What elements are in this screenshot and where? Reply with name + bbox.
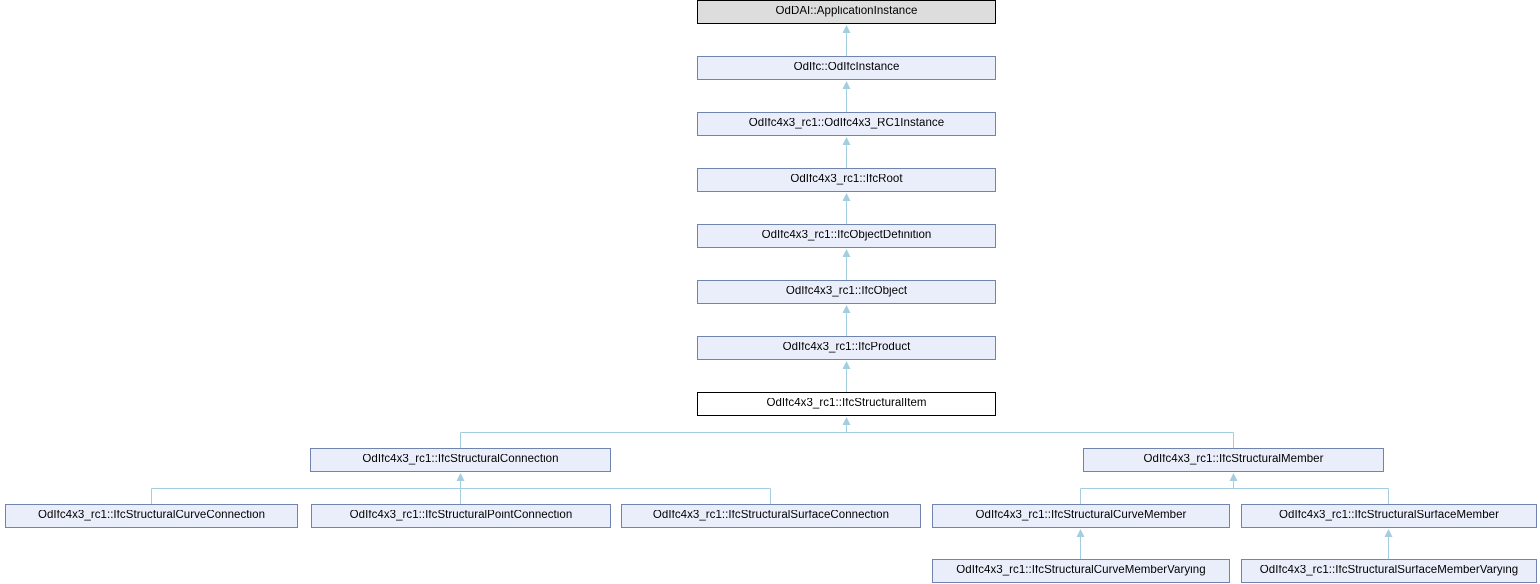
class-node-label: OdIfc4x3_rc1::IfcStructuralCurveMember bbox=[975, 510, 1187, 522]
class-node-label: OdIfc4x3_rc1::IfcObject bbox=[785, 286, 908, 298]
class-node-label: OdIfc4x3_rc1::IfcObjectDefinition bbox=[761, 230, 932, 242]
class-node-ifcstructuralcurveconnection[interactable]: OdIfc4x3_rc1::IfcStructuralCurveConnecti… bbox=[5, 504, 298, 528]
class-node-ifcstructuralsurfacemembervarying[interactable]: OdIfc4x3_rc1::IfcStructuralSurfaceMember… bbox=[1241, 559, 1537, 583]
class-node-label: OdDAI::ApplicationInstance bbox=[775, 6, 918, 18]
arrowhead-icon bbox=[1384, 529, 1393, 537]
class-node-ifcstructuralitem[interactable]: OdIfc4x3_rc1::IfcStructuralItem bbox=[697, 392, 996, 416]
class-node-ifcstructuralsurfaceconnection[interactable]: OdIfc4x3_rc1::IfcStructuralSurfaceConnec… bbox=[621, 504, 921, 528]
arrowhead-icon bbox=[842, 249, 851, 257]
class-node-ifcstructuralcurvemember[interactable]: OdIfc4x3_rc1::IfcStructuralCurveMember bbox=[932, 504, 1230, 528]
class-node-ifcstructuralconnection[interactable]: OdIfc4x3_rc1::IfcStructuralConnection bbox=[310, 448, 611, 472]
arrowhead-icon bbox=[842, 305, 851, 313]
class-node-ifcstructuralsurfacemember[interactable]: OdIfc4x3_rc1::IfcStructuralSurfaceMember bbox=[1241, 504, 1537, 528]
class-node-ifcobject[interactable]: OdIfc4x3_rc1::IfcObject bbox=[697, 280, 996, 304]
class-node-ifcstructuralpointconnection[interactable]: OdIfc4x3_rc1::IfcStructuralPointConnecti… bbox=[311, 504, 611, 528]
arrowhead-icon bbox=[456, 473, 465, 481]
arrowhead-icon bbox=[842, 137, 851, 145]
arrowhead-icon bbox=[842, 361, 851, 369]
arrowhead-icon bbox=[842, 193, 851, 201]
class-node-label: OdIfc4x3_rc1::IfcStructuralSurfaceMember… bbox=[1259, 565, 1519, 577]
class-node-odifc-odifcinstance[interactable]: OdIfc::OdIfcInstance bbox=[697, 56, 996, 80]
class-node-ifcobjectdefinition[interactable]: OdIfc4x3_rc1::IfcObjectDefinition bbox=[697, 224, 996, 248]
class-node-ifcroot[interactable]: OdIfc4x3_rc1::IfcRoot bbox=[697, 168, 996, 192]
arrowhead-icon bbox=[1076, 529, 1085, 537]
arrowhead-icon bbox=[842, 81, 851, 89]
class-node-ifcstructuralcurvemembervarying[interactable]: OdIfc4x3_rc1::IfcStructuralCurveMemberVa… bbox=[932, 559, 1230, 583]
class-node-label: OdIfc4x3_rc1::IfcStructuralItem bbox=[766, 398, 927, 410]
class-node-label: OdIfc::OdIfcInstance bbox=[793, 62, 900, 74]
class-node-label: OdIfc4x3_rc1::IfcProduct bbox=[782, 342, 911, 354]
class-node-ifcstructuralmember[interactable]: OdIfc4x3_rc1::IfcStructuralMember bbox=[1083, 448, 1384, 472]
class-node-label: OdIfc4x3_rc1::IfcStructuralSurfaceMember bbox=[1279, 510, 1499, 522]
class-node-label: OdIfc4x3_rc1::IfcStructuralCurveConnecti… bbox=[37, 510, 266, 522]
class-node-label: OdIfc4x3_rc1::IfcStructuralPointConnecti… bbox=[349, 510, 573, 522]
class-node-label: OdIfc4x3_rc1::IfcRoot bbox=[790, 174, 903, 186]
arrowhead-icon bbox=[1229, 473, 1238, 481]
arrowhead-icon bbox=[842, 417, 851, 425]
class-node-odifc4x3-rc1instance[interactable]: OdIfc4x3_rc1::OdIfc4x3_RC1Instance bbox=[697, 112, 996, 136]
class-node-ifcproduct[interactable]: OdIfc4x3_rc1::IfcProduct bbox=[697, 336, 996, 360]
class-node-label: OdIfc4x3_rc1::OdIfc4x3_RC1Instance bbox=[748, 118, 945, 130]
class-node-label: OdIfc4x3_rc1::IfcStructuralSurfaceConnec… bbox=[652, 510, 890, 522]
class-node-label: OdIfc4x3_rc1::IfcStructuralCurveMemberVa… bbox=[956, 565, 1206, 577]
class-node-oddai-applicationinstance[interactable]: OdDAI::ApplicationInstance bbox=[697, 0, 996, 24]
class-node-label: OdIfc4x3_rc1::IfcStructuralMember bbox=[1143, 454, 1324, 466]
class-node-label: OdIfc4x3_rc1::IfcStructuralConnection bbox=[362, 454, 559, 466]
arrowhead-icon bbox=[842, 25, 851, 33]
